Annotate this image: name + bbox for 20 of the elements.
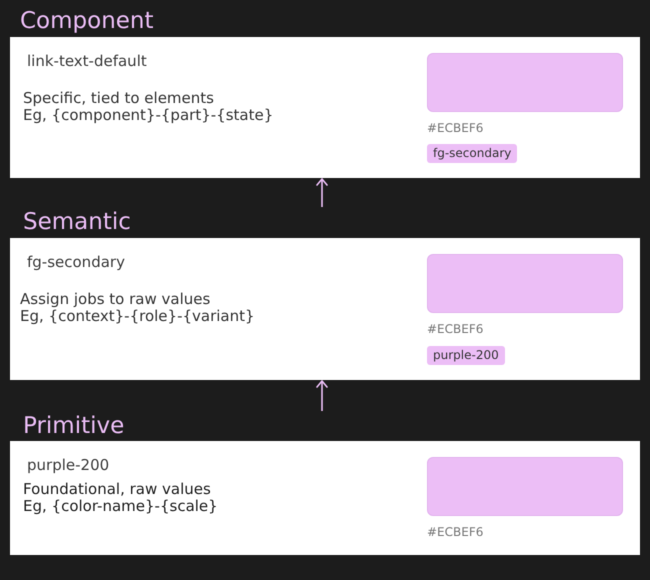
hex-code: #ECBEF6: [427, 122, 484, 136]
token-card: [10, 8, 640, 178]
token-name: purple-200: [27, 457, 110, 474]
hex-code: #ECBEF6: [427, 323, 484, 337]
hex-code: #ECBEF6: [427, 526, 484, 540]
layer-heading: Component: [20, 8, 154, 34]
arrow: [316, 178, 328, 207]
token-name: link-text-default: [27, 53, 147, 70]
description-text: Eg, {context}-{role}-{variant}: [20, 308, 255, 326]
description-text: Foundational, raw values: [23, 481, 211, 498]
token-tag: purple-200: [427, 346, 505, 365]
description-text: Assign jobs to raw values: [20, 291, 210, 308]
token-name: fg-secondary: [27, 254, 125, 272]
description-text: Eg, {color-name}-{scale}: [23, 498, 218, 516]
token-tag: fg-secondary: [427, 144, 518, 163]
layer-heading: Primitive: [23, 413, 124, 440]
arrow: [316, 380, 328, 411]
description-text: Specific, tied to elements: [23, 90, 214, 108]
layer-heading: Semantic: [23, 209, 131, 236]
description-text: Eg, {component}-{part}-{state}: [23, 107, 274, 124]
